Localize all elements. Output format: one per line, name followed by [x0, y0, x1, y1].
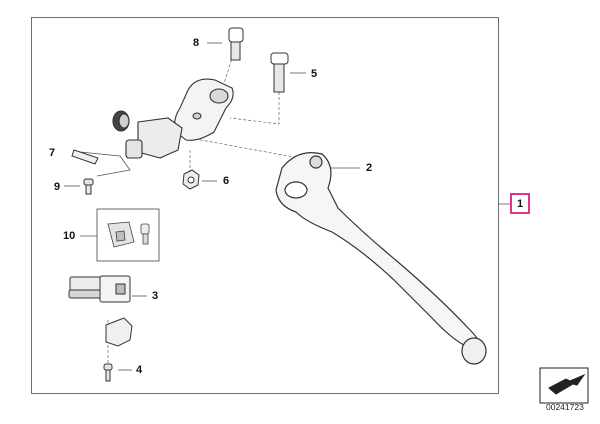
bolt-part-5 — [270, 52, 289, 93]
callout-4: 4 — [136, 364, 143, 376]
dash-pivot — [189, 137, 311, 161]
diagram-code: 00241723 — [546, 402, 584, 412]
callout-6: 6 — [223, 175, 230, 187]
callout-3: 3 — [152, 290, 159, 302]
lever-part-2 — [275, 152, 487, 365]
callout-2: 2 — [366, 162, 373, 174]
bracket-part — [105, 317, 133, 347]
arrow-nav-icon — [539, 367, 589, 404]
callout-7: 7 — [49, 147, 56, 159]
switch-part-3 — [68, 275, 131, 303]
kit-part-10 — [96, 208, 160, 262]
callout-10: 10 — [63, 230, 76, 242]
clamp-assembly — [112, 78, 234, 159]
nut-part-6 — [182, 169, 200, 190]
callout-8: 8 — [193, 37, 200, 49]
callout-1: 1 — [510, 193, 530, 214]
screw-part-4 — [103, 363, 113, 382]
pin-part-7 — [71, 149, 99, 165]
dash-bolt5 — [229, 92, 280, 125]
diagram-frame — [31, 17, 499, 394]
screw-part-8 — [228, 27, 244, 61]
callout-1-label: 1 — [516, 197, 524, 210]
callout-9: 9 — [54, 181, 61, 193]
screw-part-9 — [83, 178, 94, 195]
leader-7 — [79, 151, 131, 177]
callout-5: 5 — [311, 68, 318, 80]
